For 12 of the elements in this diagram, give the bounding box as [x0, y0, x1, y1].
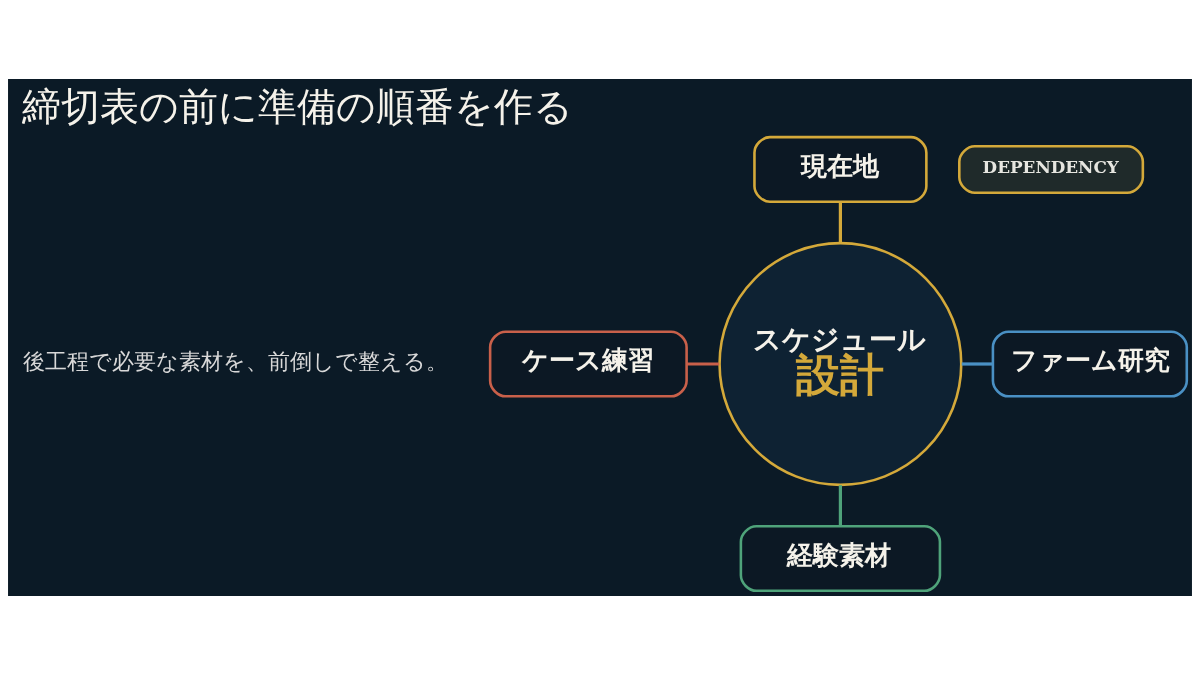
- node-box: 経験素材: [739, 524, 942, 593]
- connector: [838, 485, 843, 527]
- node-box: DEPENDENCY: [958, 144, 1145, 195]
- node-box: ファーム研究: [991, 330, 1189, 398]
- node-box: ケース練習: [488, 330, 688, 398]
- connector: [961, 362, 993, 366]
- connector: [838, 202, 843, 244]
- connector: [686, 362, 720, 366]
- label: 後工程で必要な素材を、前倒しで整える。: [23, 349, 449, 375]
- node-circle: スケジュール 設計: [718, 241, 963, 487]
- diagram-title: 締切表の前に準備の順番を作る: [22, 84, 574, 130]
- node-box: 現在地: [753, 135, 928, 204]
